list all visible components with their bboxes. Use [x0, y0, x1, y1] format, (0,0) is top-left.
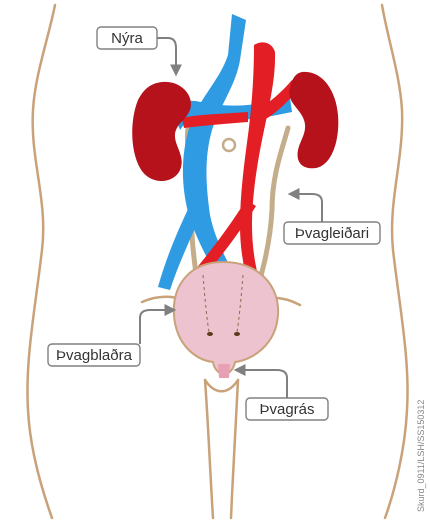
label-bladder: Þvagblaðra — [48, 310, 174, 366]
bladder-group — [174, 262, 278, 378]
leg-inner-right — [231, 380, 238, 518]
vessel-loop — [223, 139, 235, 151]
arrow-icon — [140, 310, 174, 344]
label-ureter-text: Þvagleiðari — [295, 225, 369, 242]
arrow-icon — [290, 194, 322, 222]
aorta — [240, 42, 275, 292]
urethra — [218, 364, 230, 378]
kidney-left — [132, 82, 191, 181]
groin-curve — [205, 380, 238, 391]
bladder — [174, 262, 278, 374]
label-urethra: Þvagrás — [236, 370, 328, 420]
ureter-opening-left — [207, 332, 213, 336]
kidneys — [132, 72, 338, 181]
body-outline-right — [382, 5, 408, 518]
label-ureter: Þvagleiðari — [284, 194, 380, 244]
image-credit: Skurd_0911/LSH/SS150312 — [416, 400, 426, 512]
leg-inner-left — [205, 380, 213, 518]
label-urethra-text: Þvagrás — [259, 401, 314, 418]
label-bladder-text: Þvagblaðra — [56, 347, 133, 364]
label-kidney-text: Nýra — [111, 30, 143, 47]
label-kidney: Nýra — [97, 27, 176, 74]
arrow-icon — [236, 370, 287, 398]
body-outline-left — [27, 5, 55, 518]
arrow-icon — [157, 38, 176, 74]
kidney-right — [289, 72, 338, 168]
ureter-opening-right — [234, 332, 240, 336]
